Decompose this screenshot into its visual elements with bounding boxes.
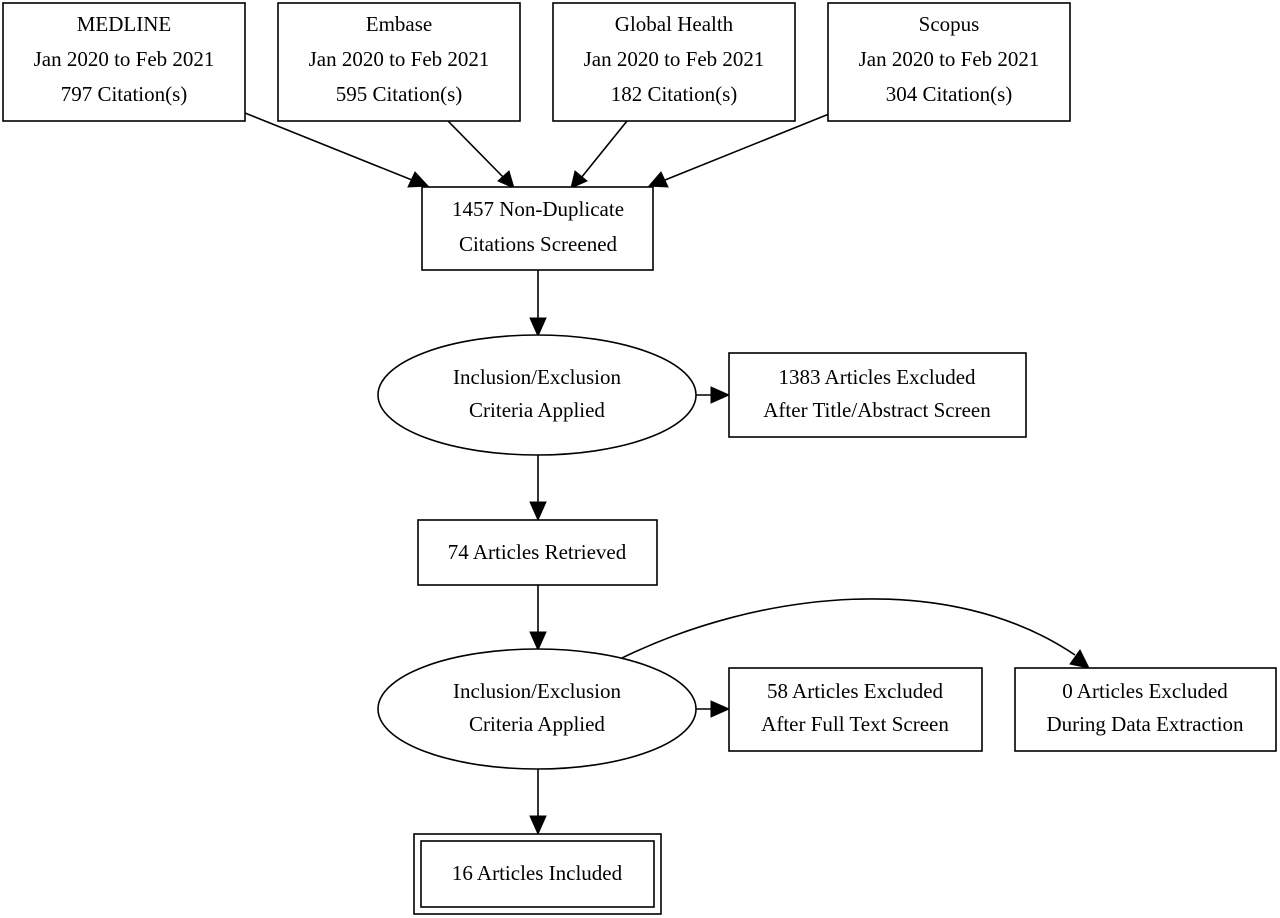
criteria-line-1: Inclusion/Exclusion (453, 365, 621, 389)
criteria-ellipse-2: Inclusion/Exclusion Criteria Applied (377, 648, 697, 770)
edge-embase-to-screened (447, 120, 505, 179)
source-name: Embase (366, 12, 432, 36)
source-citations: 182 Citation(s) (611, 82, 738, 106)
arrowhead (407, 171, 430, 188)
source-range: Jan 2020 to Feb 2021 (859, 47, 1040, 71)
arrowhead (710, 386, 731, 404)
excluded-line-2: During Data Extraction (1046, 712, 1244, 736)
arrowhead (647, 171, 669, 188)
excluded-line-1: 58 Articles Excluded (767, 679, 944, 703)
criteria-line-2: Criteria Applied (469, 712, 605, 736)
excluded-data-extraction-box: 0 Articles Excluded During Data Extracti… (1014, 667, 1277, 752)
excluded-line-2: After Full Text Screen (761, 712, 949, 736)
source-box-embase: Embase Jan 2020 to Feb 2021 595 Citation… (277, 2, 521, 122)
screened-line-1: 1457 Non-Duplicate (452, 197, 624, 221)
retrieved-label: 74 Articles Retrieved (448, 540, 627, 564)
excluded-line-2: After Title/Abstract Screen (763, 398, 991, 422)
source-range: Jan 2020 to Feb 2021 (34, 47, 215, 71)
source-range: Jan 2020 to Feb 2021 (309, 47, 490, 71)
edge-criteria2-to-excluded3 (619, 598, 1076, 660)
source-citations: 595 Citation(s) (336, 82, 463, 106)
retrieved-box: 74 Articles Retrieved (417, 519, 658, 586)
source-range: Jan 2020 to Feb 2021 (584, 47, 765, 71)
source-name: Scopus (919, 12, 980, 36)
screened-box: 1457 Non-Duplicate Citations Screened (421, 186, 654, 271)
screened-line-2: Citations Screened (459, 232, 618, 256)
source-citations: 304 Citation(s) (886, 82, 1013, 106)
source-box-scopus: Scopus Jan 2020 to Feb 2021 304 Citation… (827, 2, 1071, 122)
included-label: 16 Articles Included (452, 861, 623, 885)
arrowhead (1069, 649, 1090, 669)
source-name: Global Health (615, 12, 734, 36)
included-box: 16 Articles Included (413, 833, 662, 915)
edges (244, 112, 1090, 836)
edge-scopus-to-screened (664, 113, 830, 181)
excluded-full-text-box: 58 Articles Excluded After Full Text Scr… (728, 667, 983, 752)
arrowhead (529, 317, 547, 338)
arrowhead (497, 170, 515, 189)
source-box-global-health: Global Health Jan 2020 to Feb 2021 182 C… (552, 2, 796, 122)
arrowhead (710, 700, 731, 718)
arrowhead (529, 501, 547, 522)
criteria-line-1: Inclusion/Exclusion (453, 679, 621, 703)
arrowhead (570, 170, 588, 189)
edge-globalhealth-to-screened (580, 120, 628, 179)
arrowhead (529, 815, 547, 836)
edge-medline-to-screened (244, 112, 413, 181)
excluded-title-abstract-box: 1383 Articles Excluded After Title/Abstr… (728, 352, 1027, 438)
criteria-ellipse-1: Inclusion/Exclusion Criteria Applied (377, 334, 697, 456)
arrowhead (529, 631, 547, 652)
source-name: MEDLINE (77, 12, 171, 36)
excluded-line-1: 0 Articles Excluded (1062, 679, 1228, 703)
source-citations: 797 Citation(s) (61, 82, 188, 106)
excluded-line-1: 1383 Articles Excluded (778, 365, 976, 389)
criteria-line-2: Criteria Applied (469, 398, 605, 422)
source-box-medline: MEDLINE Jan 2020 to Feb 2021 797 Citatio… (2, 2, 246, 122)
